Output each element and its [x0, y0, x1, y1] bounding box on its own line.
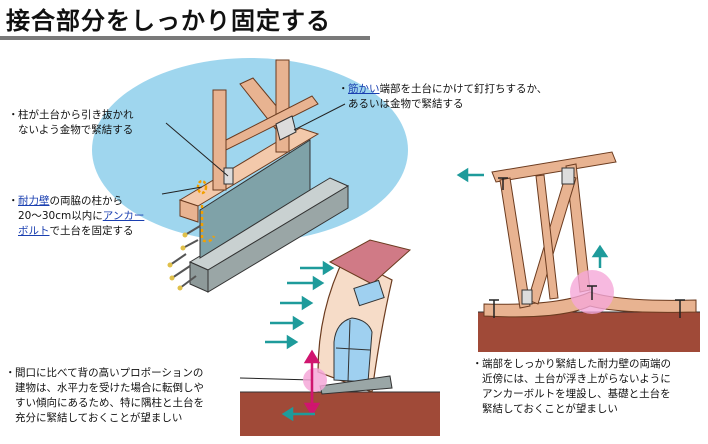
metal-plate-brace [275, 115, 297, 141]
anchor-marks [489, 177, 685, 318]
note-wall-line1: の両脇の柱から [49, 195, 124, 207]
note-pillar: ・柱が土台から引き抜かれ ないよう金物で緊結する [8, 109, 134, 136]
note-brace-line2: あるいは金物で緊結する [348, 98, 464, 110]
rebar-group [169, 225, 201, 289]
top-beam [225, 95, 319, 151]
uplift-arrow [303, 349, 321, 417]
note-opening: ・間口に比べて背の高いプロポーションの 建物は、水平力を受けた場合に転倒しや す… [5, 367, 204, 424]
pink-glow-left [303, 368, 327, 392]
note-wall: ・耐力壁の両脇の柱から 20〜30cm以内にアンカー ボルトで土台を固定する [8, 195, 145, 237]
brace-right [527, 173, 577, 305]
leader-lines [161, 103, 346, 381]
uplift-arrow-right [591, 244, 609, 268]
bending-frame [456, 151, 700, 352]
link-anchor-bolt-a[interactable]: アンカー [102, 210, 145, 222]
metal-plate-post [223, 167, 234, 185]
note-wall-line3: で土台を固定する [49, 225, 134, 237]
leaning-house [240, 239, 440, 436]
note-brace-line1: 端部を土台にかけて釘打ちするか、 [379, 83, 548, 95]
note-edge-line1: 端部をしっかり緊結した耐力壁の両端の [482, 358, 671, 370]
note-pillar-line1: 柱が土台から引き抜かれ [18, 109, 134, 121]
note-brace: ・筋かい端部を土台にかけて釘打ちするか、 あるいは金物で緊結する [338, 83, 548, 110]
note-opening-box: ・間口に比べて背の高いプロポーションの 建物は、水平力を受けた場合に転倒しや す… [3, 360, 233, 434]
post-left-right [499, 177, 531, 309]
title-underline [0, 36, 370, 40]
house-window-big [333, 317, 373, 383]
anchor-bolt-top [196, 179, 208, 195]
ground-right [478, 312, 700, 352]
metal-plate-top [561, 167, 575, 185]
link-anchor-bolt-b[interactable]: ボルト [18, 225, 50, 237]
metal-plate-bottom [521, 289, 533, 305]
push-arrow-right [456, 167, 484, 183]
link-brace[interactable]: 筋かい [348, 83, 380, 95]
rebar-tips [167, 232, 188, 291]
note-opening-line4: 充分に緊結しておくことが望ましい [15, 412, 183, 424]
frame-assembly [167, 59, 350, 293]
note-opening-line1: 間口に比べて背の高いプロポーションの [15, 367, 204, 379]
house-base [319, 375, 393, 395]
top-beam-right [491, 151, 617, 183]
shear-arrow [281, 406, 315, 422]
stud-mid [535, 174, 559, 300]
note-edge: ・端部をしっかり緊結した耐力壁の両端の 近傍には、土台が浮き上がらないように ア… [472, 358, 671, 415]
house-window-top [353, 279, 385, 307]
sill-front [179, 199, 199, 223]
ground-left [240, 392, 440, 436]
note-edge-box: ・端部をしっかり緊結した耐力壁の両端の 近傍には、土台が浮き上がらないように ア… [470, 353, 702, 425]
foundation-side [207, 185, 349, 293]
note-edge-line2: 近傍には、土台が浮き上がらないように [482, 373, 671, 385]
wind-arrows [265, 260, 335, 350]
note-pillar-line2: ないよう金物で緊結する [18, 124, 134, 136]
link-bearing-wall[interactable]: 耐力壁 [18, 195, 50, 207]
house-roof [328, 239, 412, 285]
wall-panel [199, 139, 311, 259]
note-opening-line3: すい傾向にあるため、特に隅柱と土台を [15, 397, 204, 409]
note-edge-line3: アンカーボルトを埋設し、基礎と土台を [482, 388, 671, 400]
note-wall-line2: 20〜30cm以内に [18, 210, 103, 222]
page-title: 接合部分をしっかり固定する [6, 7, 331, 35]
note-opening-line2: 建物は、水平力を受けた場合に転倒しや [15, 382, 204, 394]
note-edge-line4: 緊結しておくことが望ましい [482, 403, 618, 415]
